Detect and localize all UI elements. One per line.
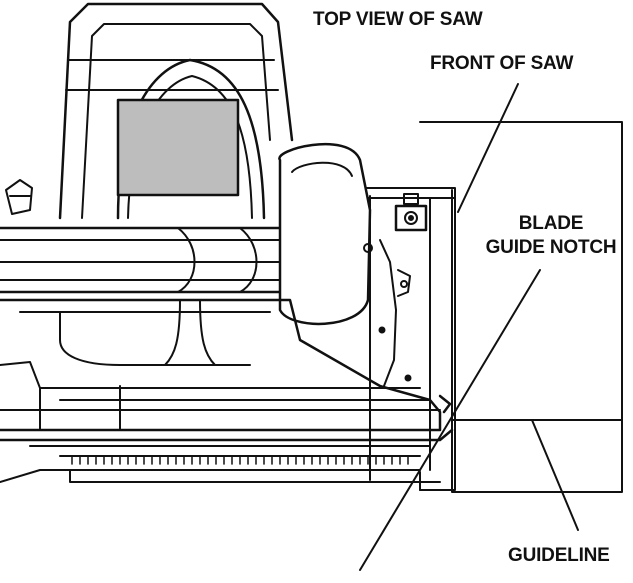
label-front-of-saw: FRONT OF SAW (430, 52, 573, 76)
label-blade-guide-notch: BLADE GUIDE NOTCH (476, 212, 626, 260)
motor-body (0, 228, 300, 292)
blade-guide-notch (440, 396, 450, 412)
scale-ticks (72, 456, 408, 464)
saw-base-plate (360, 188, 455, 490)
lower-housing (0, 300, 440, 430)
left-knob (6, 180, 32, 214)
bolt-box (396, 194, 426, 230)
leader-front-of-saw (458, 84, 518, 212)
leader-lines (360, 84, 578, 570)
leader-guideline (532, 420, 578, 530)
label-blade-line1: BLADE (476, 212, 626, 236)
guard-window (118, 100, 238, 195)
label-blade-line2: GUIDE NOTCH (476, 236, 626, 260)
label-top-view: TOP VIEW OF SAW (313, 8, 482, 32)
label-guideline: GUIDELINE (508, 544, 610, 568)
workpiece-board (420, 122, 622, 492)
